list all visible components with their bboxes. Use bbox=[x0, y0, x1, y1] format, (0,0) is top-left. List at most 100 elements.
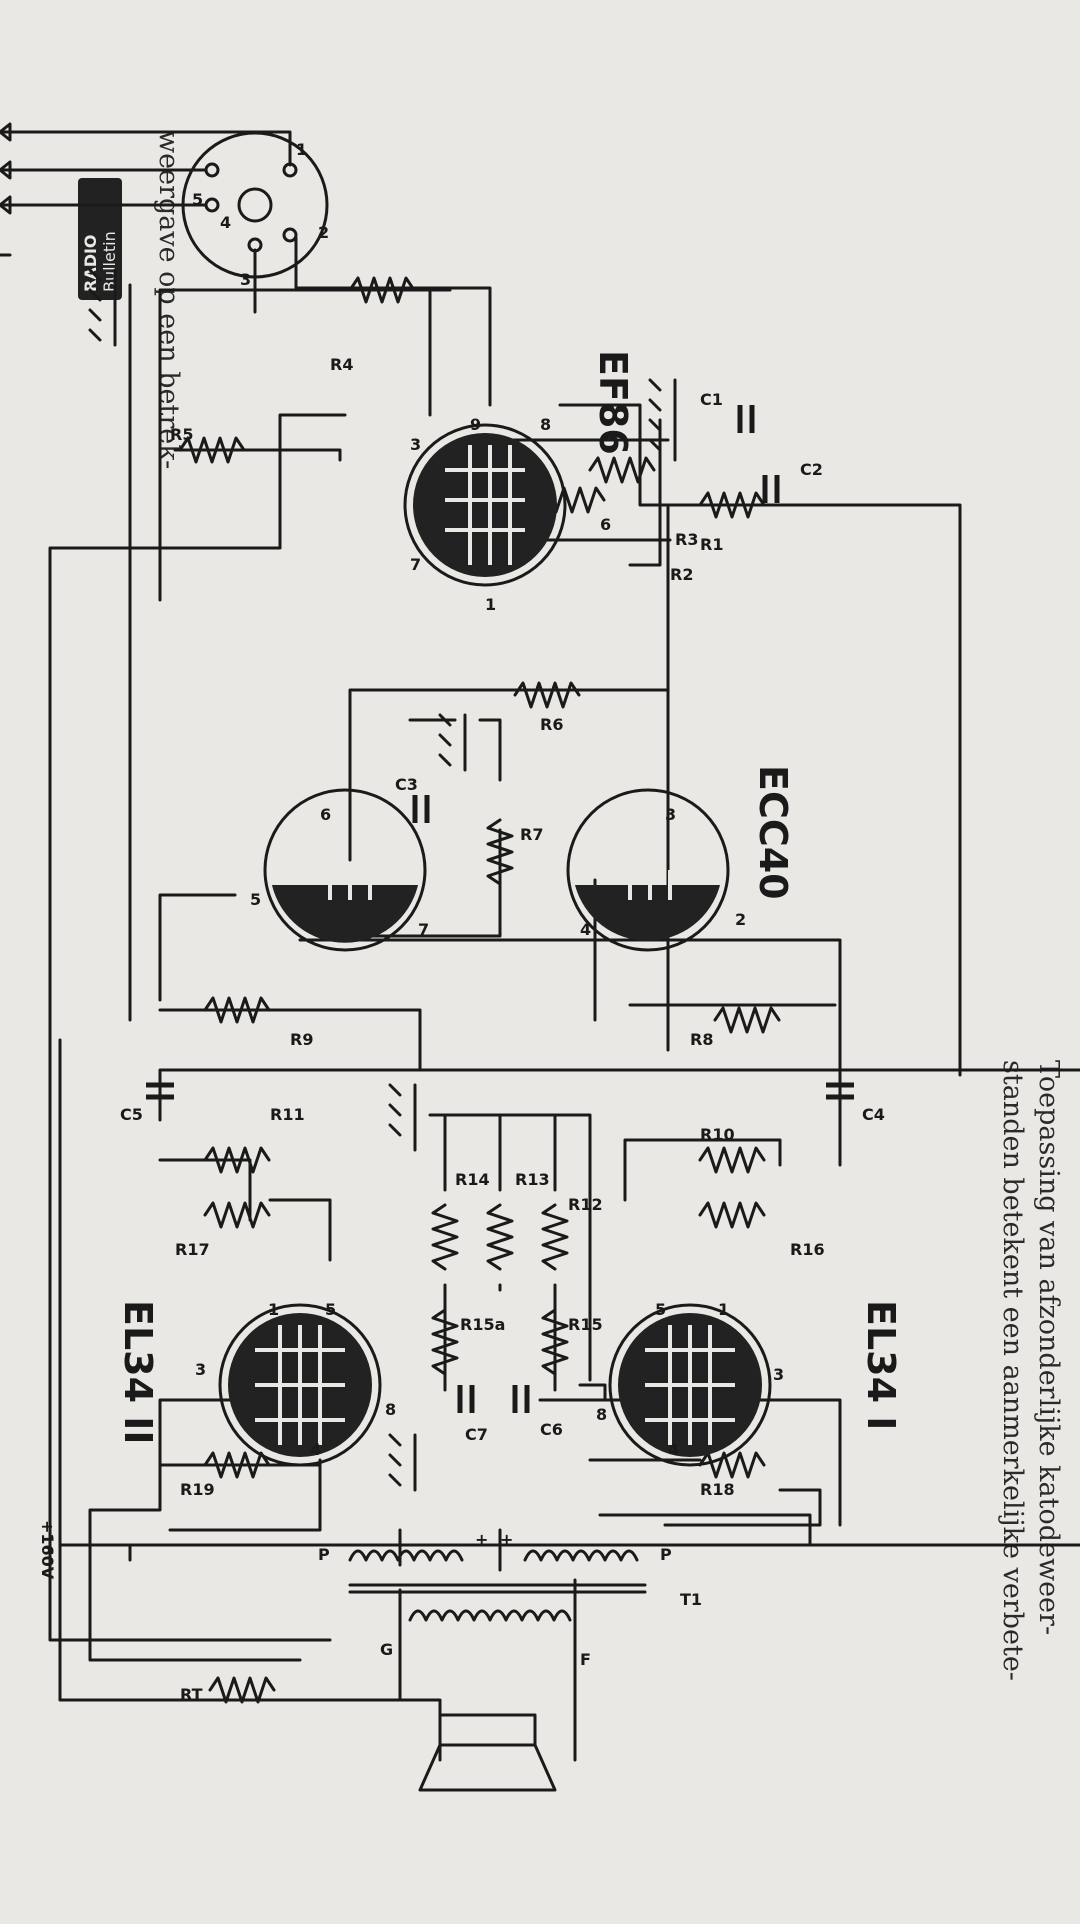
el34-1-pin-label: 5 bbox=[655, 1300, 666, 1319]
r19-resistor bbox=[203, 1451, 271, 1479]
c1-capacitor bbox=[737, 405, 755, 433]
page-text-right: Toepassing van afzonderlijke katodeweer-… bbox=[997, 1060, 1064, 1681]
r13-label: R13 bbox=[515, 1170, 550, 1189]
c5-label: C5 bbox=[120, 1105, 143, 1124]
r16-resistor bbox=[698, 1201, 766, 1229]
r8-label: R8 bbox=[690, 1030, 713, 1049]
r7-resistor bbox=[486, 818, 514, 886]
r1-label: R1 bbox=[700, 535, 723, 554]
r6-label: R6 bbox=[540, 715, 563, 734]
el34-1-tube bbox=[608, 1303, 772, 1467]
c6-label: C6 bbox=[540, 1420, 563, 1439]
center-tap-plus-label: + bbox=[475, 1530, 488, 1549]
c2-capacitor bbox=[762, 475, 780, 503]
center-tap-plus-label: + bbox=[500, 1530, 513, 1549]
socket-pin-label: 4 bbox=[220, 213, 231, 232]
r12-resistor bbox=[541, 1203, 569, 1271]
c1-label: C1 bbox=[700, 390, 723, 409]
secondary-f-label: F bbox=[580, 1650, 591, 1669]
el34-2-pin-label: 1 bbox=[268, 1300, 279, 1319]
c3-capacitor bbox=[412, 795, 430, 823]
r1-resistor bbox=[698, 491, 766, 519]
r5-label: R5 bbox=[170, 425, 193, 444]
ecc40-tube-a bbox=[566, 788, 730, 952]
ef86-pin-label: 8 bbox=[540, 415, 551, 434]
supply-voltage-label: +160V bbox=[38, 1520, 57, 1580]
r9-resistor bbox=[203, 996, 271, 1024]
r14-resistor bbox=[431, 1203, 459, 1271]
ef86-label: EF86 bbox=[591, 350, 635, 455]
input-wires bbox=[0, 130, 292, 257]
r15-label: R15 bbox=[568, 1315, 603, 1334]
ground-symbols bbox=[88, 268, 677, 1492]
ef86-pin-label: 7 bbox=[410, 555, 421, 574]
capacitors bbox=[146, 405, 854, 1413]
supply-label: +160V bbox=[38, 1520, 57, 1580]
c7-capacitor bbox=[457, 1385, 475, 1413]
el34-2-pin-label: 4 bbox=[310, 1440, 321, 1459]
r18-resistor bbox=[698, 1451, 766, 1479]
r13-resistor bbox=[486, 1203, 514, 1271]
socket-pin-label: 5 bbox=[192, 190, 203, 209]
rt-resistor bbox=[208, 1676, 276, 1704]
ef86-tube-label: EF86 bbox=[591, 350, 635, 455]
ecc40-pin-label: 5 bbox=[250, 890, 261, 909]
c7-label: C7 bbox=[465, 1425, 488, 1444]
el34-2-tube bbox=[218, 1303, 382, 1467]
r9-label: R9 bbox=[290, 1030, 313, 1049]
r15a-label: R15a bbox=[460, 1315, 505, 1334]
c3-label: C3 bbox=[395, 775, 418, 794]
el34-1-pin-label: 3 bbox=[773, 1365, 784, 1384]
t1-label: T1 bbox=[680, 1590, 702, 1609]
socket-pin-label: 3 bbox=[240, 270, 251, 289]
r15a-resistor bbox=[431, 1308, 459, 1376]
el34-1-tube-label: EL34 I bbox=[859, 1300, 903, 1430]
r8-resistor bbox=[713, 1006, 781, 1034]
input-arrows bbox=[0, 122, 12, 215]
r10-label: R10 bbox=[700, 1125, 735, 1144]
r19-label: R19 bbox=[180, 1480, 215, 1499]
ecc40-pin-label: 3 bbox=[665, 805, 676, 824]
page-text-line: standen betekent een aanmerkelijke verbe… bbox=[997, 1060, 1028, 1681]
r11-label: R11 bbox=[270, 1105, 305, 1124]
r16-label: R16 bbox=[790, 1240, 825, 1259]
c6-capacitor bbox=[512, 1385, 530, 1413]
el34-2-pin-label: 5 bbox=[325, 1300, 336, 1319]
ecc40-pin-label: 6 bbox=[320, 805, 331, 824]
r15-resistor bbox=[541, 1308, 569, 1376]
pin-labels: 9 8 3 6 7 1 3 2 4 6 5 7 5 1 3 8 4 1 5 3 … bbox=[195, 415, 784, 1459]
r2-label: R2 bbox=[670, 565, 693, 584]
c2-label: C2 bbox=[800, 460, 823, 479]
r4-label: R4 bbox=[330, 355, 353, 374]
el34-1-label: EL34 I bbox=[859, 1300, 903, 1430]
page-text-line: weergave op een betrek- bbox=[153, 130, 184, 469]
output-transformer bbox=[348, 1549, 647, 1622]
r3-label: R3 bbox=[675, 530, 698, 549]
r11-resistor bbox=[203, 1146, 271, 1174]
component-labels: R1 R2 R3 R4 R5 R6 R7 R8 R9 R10 R11 R12 R… bbox=[120, 355, 885, 1704]
r17-label: R17 bbox=[175, 1240, 210, 1259]
el34-2-label: EL34 II bbox=[116, 1300, 160, 1445]
el34-1-pin-label: 8 bbox=[596, 1405, 607, 1424]
ecc40-tube-label: ECC40 bbox=[751, 765, 795, 900]
r6-resistor bbox=[513, 681, 581, 709]
el34-1-pin-label: 1 bbox=[718, 1300, 729, 1319]
circuit-wires bbox=[48, 236, 1080, 1762]
el34-2-pin-label: 3 bbox=[195, 1360, 206, 1379]
ecc40-pin-label: 7 bbox=[418, 920, 429, 939]
r4-resistor bbox=[348, 276, 416, 304]
c4-capacitor bbox=[826, 1082, 854, 1100]
r18-label: R18 bbox=[700, 1480, 735, 1499]
r10-resistor bbox=[698, 1146, 766, 1174]
logo-line-1: RADIO bbox=[81, 234, 100, 292]
r2-resistor bbox=[588, 456, 656, 484]
c5-capacitor bbox=[146, 1082, 174, 1100]
primary-left-label: P bbox=[318, 1545, 330, 1564]
loudspeaker bbox=[418, 1713, 557, 1792]
rt-label: RT bbox=[180, 1685, 203, 1704]
el34-1-pin-label: 4 bbox=[668, 1440, 679, 1459]
r12-label: R12 bbox=[568, 1195, 603, 1214]
transformer-labels: P P G F + + bbox=[318, 1530, 672, 1669]
